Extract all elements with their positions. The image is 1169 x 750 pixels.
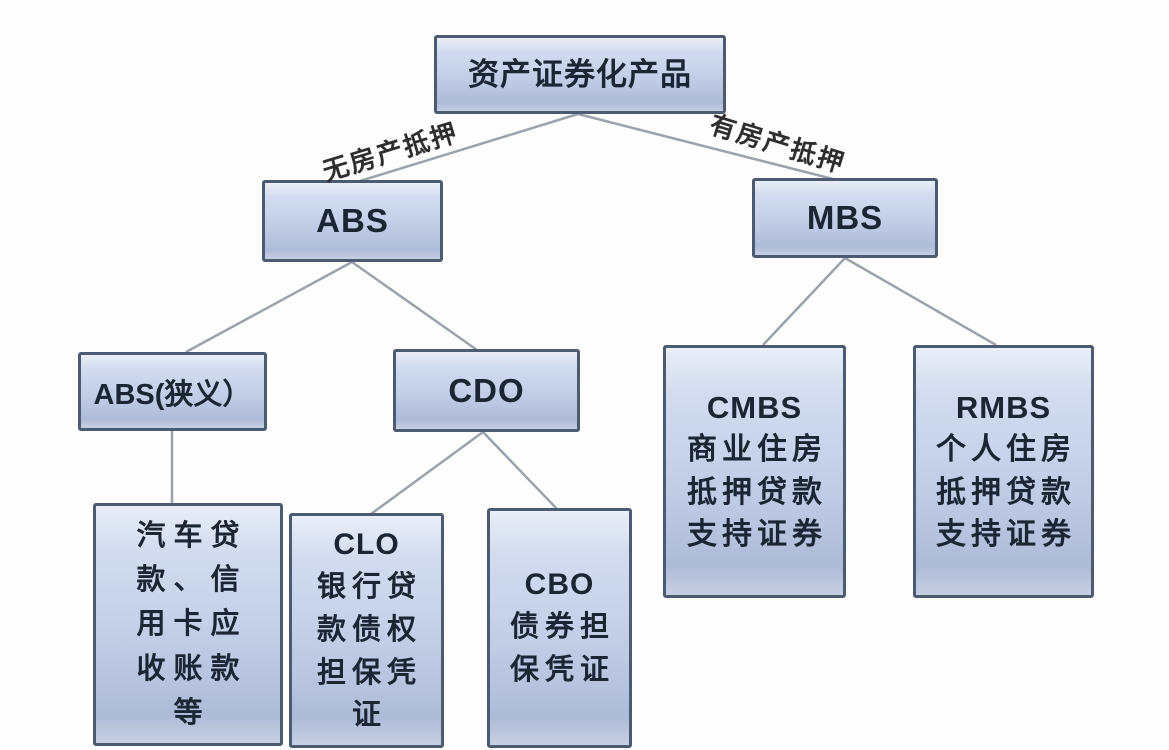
node-abs-label: ABS (316, 202, 389, 239)
node-cdo: CDO (393, 349, 580, 432)
edge-root-abs (359, 112, 579, 183)
node-root-asset-securitization: 资产证券化产品 (434, 35, 726, 114)
node-rmbs-title: RMBS (955, 389, 1052, 425)
edge-cdo-clo (370, 430, 484, 516)
node-clo-line: 证 (351, 699, 387, 732)
edge-mbs-cmbs (762, 257, 846, 346)
node-abs-narrow: ABS(狭义） (78, 352, 267, 431)
edge-root-mbs (577, 112, 834, 181)
node-rmbs-line: 支持证券 (936, 518, 1076, 552)
node-auto-line: 等 (173, 696, 211, 729)
node-cmbs-line: 抵押贷款 (687, 475, 827, 509)
node-mbs: MBS (752, 178, 938, 258)
node-root-label: 资产证券化产品 (468, 56, 692, 92)
node-cbo-title: CBO (524, 568, 595, 602)
node-abs-narrow-label: ABS(狭义） (93, 378, 252, 411)
node-rmbs-line: 个人住房 (936, 433, 1076, 467)
edge-abs-cdo (351, 260, 478, 352)
node-clo-line: 银行贷 (316, 570, 422, 603)
node-cbo-line: 债券担 (509, 611, 615, 644)
node-rmbs: RMBS 个人住房 抵押贷款 支持证券 (913, 345, 1094, 598)
node-clo-line: 担保凭 (316, 656, 422, 689)
node-abs: ABS (262, 180, 443, 262)
node-cmbs-line: 商业住房 (687, 433, 827, 467)
edge-abs-absnarrow (185, 260, 353, 354)
node-auto-loans-receivables: 汽车贷 款、信 用卡应 收账款 等 (93, 503, 283, 746)
node-clo: CLO 银行贷 款债权 担保凭 证 (289, 513, 444, 748)
node-cmbs-title: CMBS (706, 389, 803, 425)
node-cbo-line: 保凭证 (509, 654, 615, 686)
node-cmbs: CMBS 商业住房 抵押贷款 支持证券 (663, 345, 846, 598)
node-cdo-label: CDO (448, 371, 525, 409)
edge-cdo-cbo (482, 431, 558, 510)
node-clo-line: 款债权 (316, 613, 422, 646)
node-cmbs-line: 支持证券 (687, 518, 827, 552)
edge-mbs-rmbs (844, 256, 997, 347)
node-auto-line: 汽车贷 (136, 520, 248, 553)
node-auto-line: 用卡应 (136, 608, 248, 641)
node-cbo: CBO 债券担 保凭证 (487, 508, 632, 748)
node-rmbs-line: 抵押贷款 (936, 475, 1076, 509)
node-auto-line: 收账款 (136, 652, 248, 685)
node-clo-title: CLO (333, 527, 400, 561)
node-mbs-label: MBS (806, 199, 884, 236)
node-auto-line: 款、信 (136, 564, 248, 597)
